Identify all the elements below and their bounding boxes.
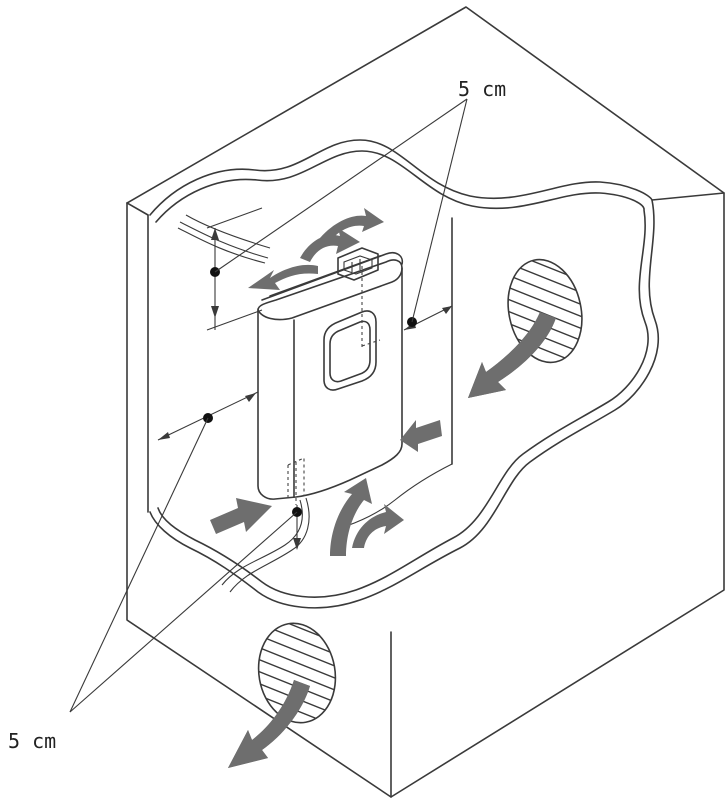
cutaway-edge [149,139,660,609]
device-unit [257,247,404,505]
clearance-dimensions [157,207,453,550]
vent-top-right [468,252,592,398]
vent-bottom [228,617,344,768]
enclosure-outline [126,6,725,798]
leader-lines [69,98,468,713]
clearance-label-bottom-left: 5 cm [8,729,56,753]
device-cable [221,497,310,593]
clearance-label-top-right: 5 cm [458,77,506,101]
airflow-arrows [210,208,556,768]
